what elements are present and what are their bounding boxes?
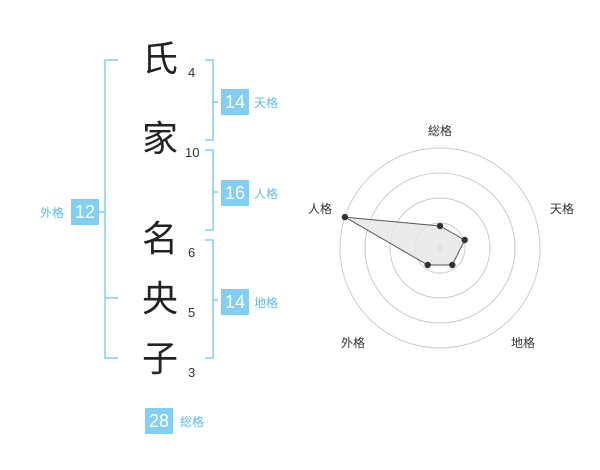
radar-label-chikaku: 地格 (511, 336, 536, 350)
stroke-count-3: 6 (188, 245, 196, 260)
radar-ring-3 (364, 172, 516, 324)
chikaku-value: 14 (221, 289, 249, 315)
tenkaku-bracket (205, 59, 218, 141)
radar-ring-2 (389, 197, 491, 299)
radar-label-jinkaku: 人格 (308, 202, 333, 216)
radar-label-soukaku: 総格 (428, 124, 453, 138)
jinkaku-bracket (205, 149, 218, 231)
radar-points (341, 213, 468, 269)
gaikaku-value: 12 (71, 199, 99, 225)
tenkaku-value: 14 (221, 89, 249, 115)
radar-point-4 (424, 261, 431, 269)
name-char-2: 家 (141, 119, 178, 160)
stroke-count-4: 5 (188, 305, 196, 320)
stroke-count-5: 3 (188, 365, 196, 380)
radar-point-1 (436, 222, 444, 230)
gaikaku-bracket (98, 59, 118, 359)
gaikaku-label: 外格 (40, 206, 65, 220)
radar-area (344, 216, 466, 266)
radar-label-tenkaku: 天格 (550, 202, 575, 216)
name-char-3: 名 (141, 219, 178, 260)
radar-polygon (344, 216, 466, 266)
chikaku-bracket (205, 239, 218, 359)
radar-point-5 (341, 213, 349, 221)
soukaku-label: 総格 (180, 415, 205, 429)
name-char-5: 子 (141, 339, 178, 380)
tenkaku-label: 天格 (254, 96, 279, 110)
jinkaku-label: 人格 (254, 187, 279, 201)
name-char-1: 氏 (141, 39, 178, 80)
soukaku-value: 28 (145, 408, 173, 434)
stroke-count-1: 4 (188, 65, 196, 80)
name-char-4: 央 (141, 279, 178, 320)
radar-ring-4 (339, 147, 541, 349)
radar-point-3 (449, 261, 456, 269)
radar-point-2 (461, 236, 468, 244)
radar-label-gaikaku: 外格 (341, 336, 366, 350)
chikaku-label: 地格 (254, 296, 279, 310)
stroke-count-2: 10 (185, 145, 200, 160)
jinkaku-value: 16 (221, 180, 249, 206)
